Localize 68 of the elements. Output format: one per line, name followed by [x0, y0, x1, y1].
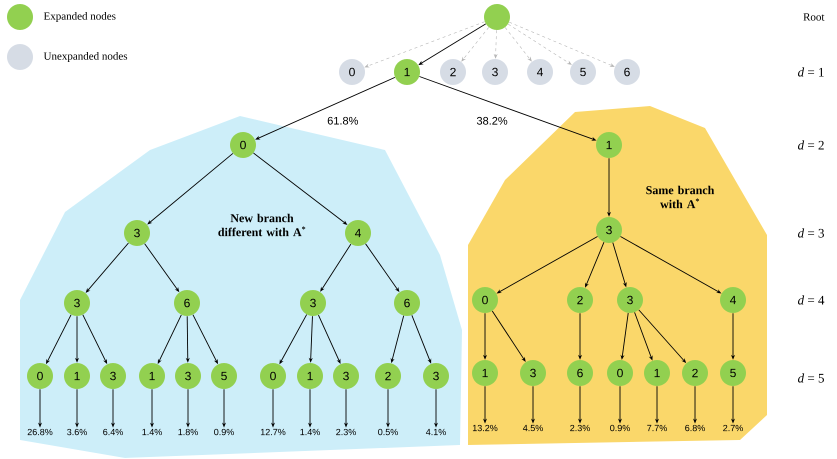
- legend-text: Unexpanded nodes: [44, 52, 128, 62]
- root-label: Root: [803, 13, 824, 21]
- tree-node: 0: [607, 360, 633, 386]
- depth-label: d = 5: [798, 373, 824, 383]
- tree-node: 5: [211, 363, 237, 389]
- probability-text: 1.4%: [300, 428, 320, 436]
- tree-node: 6: [567, 360, 593, 386]
- tree-node: 4: [345, 220, 371, 246]
- legend-text: Expanded nodes: [44, 12, 116, 22]
- probability-text: 4.1%: [426, 428, 446, 436]
- probability-text: 0.9%: [610, 424, 630, 432]
- tree-node: 1: [297, 363, 323, 389]
- probability-text: 3.6%: [67, 428, 87, 436]
- tree-node: 5: [570, 59, 596, 85]
- tree-node: 3: [333, 363, 359, 389]
- probability-text: 2.3%: [570, 424, 590, 432]
- probability-text: 1.4%: [142, 428, 162, 436]
- tree-node: 3: [596, 217, 622, 243]
- tree-node: 1: [394, 59, 420, 85]
- tree-node: 0: [260, 363, 286, 389]
- tree-node: 2: [375, 363, 401, 389]
- probability-text: 0.9%: [214, 428, 234, 436]
- tree-node: 3: [520, 360, 546, 386]
- probability-text: 2.7%: [723, 424, 743, 432]
- depth-label: d = 2: [798, 140, 824, 150]
- tree-node: 2: [567, 287, 593, 313]
- tree-node: 6: [174, 290, 200, 316]
- depth-label: d = 1: [798, 67, 824, 77]
- probability-text: 13.2%: [472, 424, 498, 432]
- edge-label: 38.2%: [476, 116, 508, 125]
- tree-node: 5: [720, 360, 746, 386]
- tree-node: 3: [175, 363, 201, 389]
- probability-text: 12.7%: [260, 428, 286, 436]
- depth-label: d = 3: [798, 228, 824, 238]
- probability-text: 2.3%: [336, 428, 356, 436]
- tree-node: 0: [339, 59, 365, 85]
- probability-text: 0.5%: [378, 428, 398, 436]
- root-node: [484, 4, 510, 30]
- tree-node: 0: [472, 287, 498, 313]
- tree-node: 0: [27, 363, 53, 389]
- tree-node: 1: [472, 360, 498, 386]
- tree-node: 1: [644, 360, 670, 386]
- probability-text: 1.8%: [178, 428, 198, 436]
- probability-text: 26.8%: [28, 428, 52, 436]
- arrow: [86, 242, 129, 293]
- probability-text: 7.7%: [647, 424, 667, 432]
- tree-node: 3: [300, 290, 326, 316]
- tree-node: 0: [230, 132, 256, 158]
- tree-node: 4: [720, 287, 746, 313]
- tree-node: 3: [617, 287, 643, 313]
- tree-node: 6: [394, 290, 420, 316]
- probability-text: 6.4%: [103, 428, 123, 436]
- probability-text: 6.8%: [685, 424, 705, 432]
- tree-node: 4: [527, 59, 553, 85]
- edge-label: 61.8%: [328, 116, 358, 125]
- tree-node: 3: [482, 59, 508, 85]
- probability-text: 4.5%: [522, 424, 543, 432]
- tree-node: 3: [423, 363, 449, 389]
- depth-label: d = 4: [798, 295, 824, 305]
- tree-node: 6: [614, 59, 640, 85]
- tree-node: 1: [64, 363, 90, 389]
- tree-node: 1: [139, 363, 165, 389]
- tree-node: 3: [124, 220, 150, 246]
- tree-node: 2: [682, 360, 708, 386]
- tree-node: 3: [100, 363, 126, 389]
- tree-node: 2: [440, 59, 466, 85]
- tree-node: 1: [596, 132, 622, 158]
- tree-node: 3: [64, 290, 90, 316]
